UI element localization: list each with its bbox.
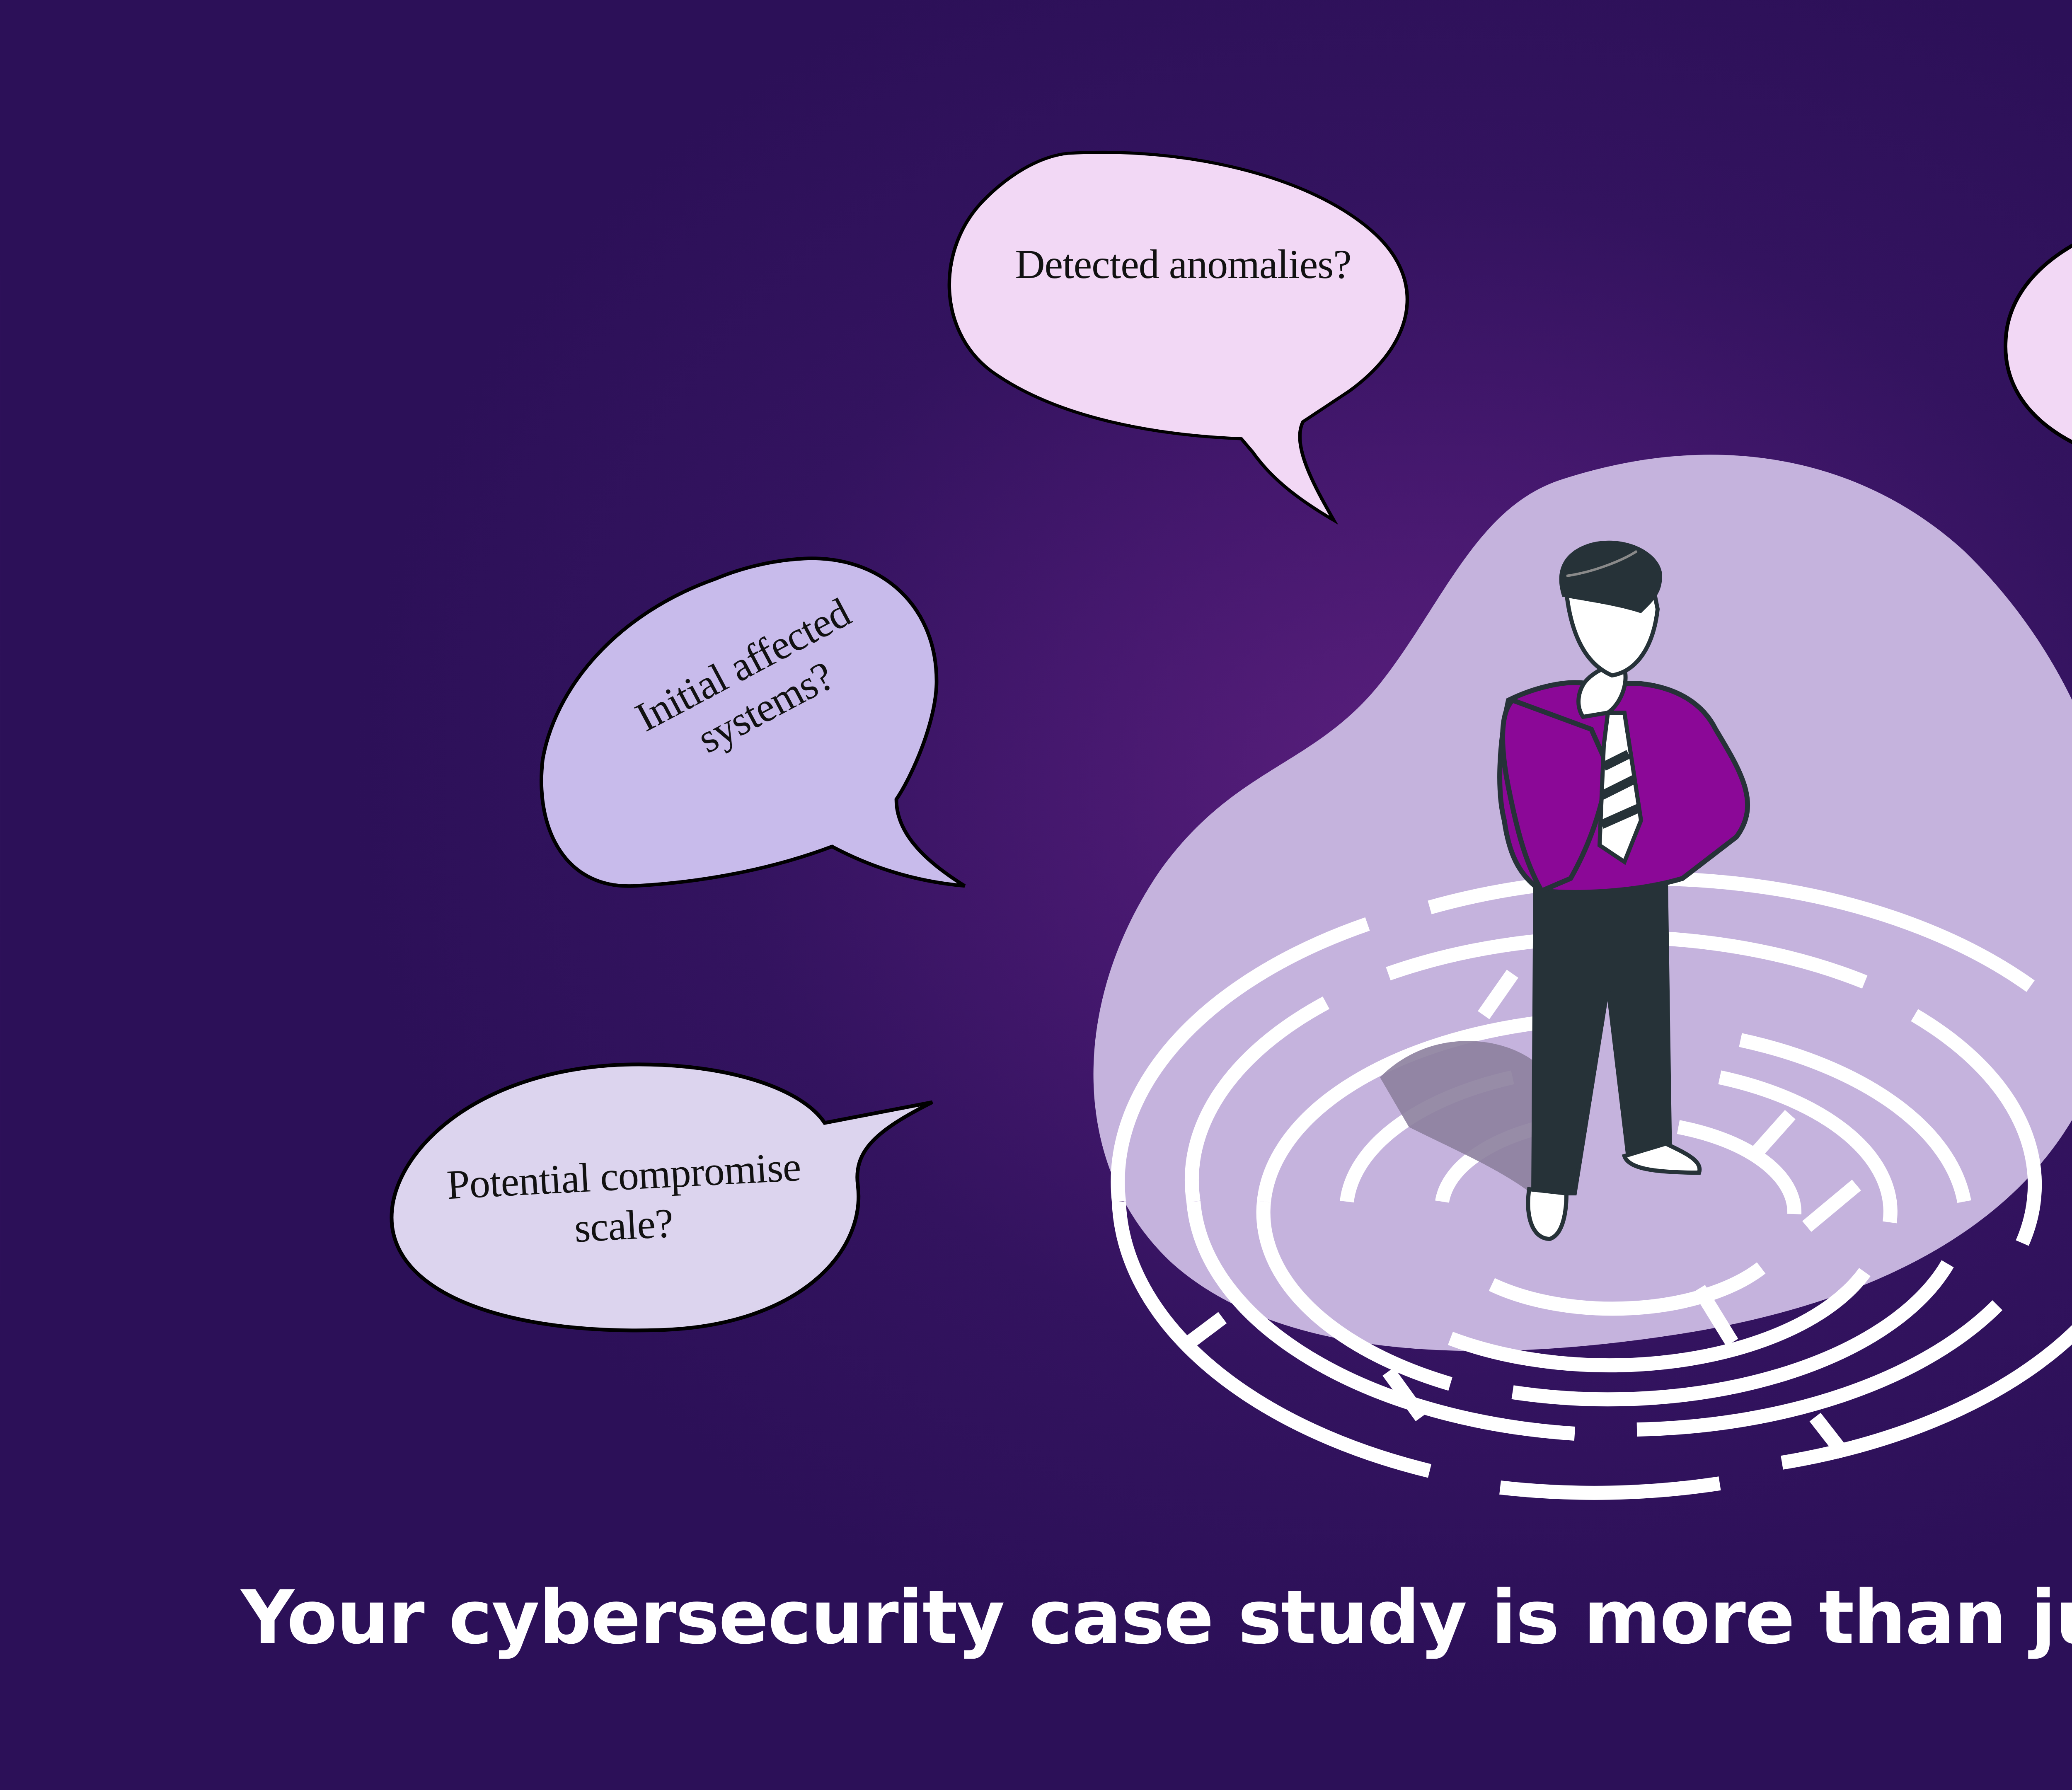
- speech-bubble-initial-affected-systems: Initial affected systems?: [535, 555, 1011, 895]
- speech-bubble-potential-compromise: Potential compromise scale?: [385, 1061, 937, 1342]
- bubble-text-detected: Detected anomalies?: [1015, 241, 1351, 287]
- pants: [1531, 876, 1673, 1195]
- hair: [1559, 540, 1662, 613]
- speech-bubble-detected-anomalies: Detected anomalies?: [947, 149, 1467, 525]
- headline: Your cybersecurity case study is more th…: [241, 1575, 2072, 1660]
- speech-bubble-risks-without-action: Risks without action?: [2002, 199, 2072, 564]
- bubble-text-risks: Risks without action?: [2002, 302, 2072, 351]
